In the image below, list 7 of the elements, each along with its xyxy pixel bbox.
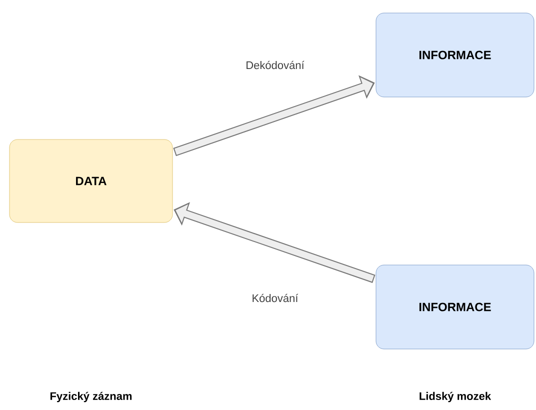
process-box: INFORMACE: [376, 264, 534, 350]
edge-label: Kódování: [250, 292, 300, 304]
caption-label: Fyzický záznam: [50, 392, 132, 402]
caption-label: Lidský mozek: [420, 392, 492, 402]
process-box: INFORMACE: [376, 12, 534, 98]
process-box: DATA: [9, 139, 173, 223]
edge-label: Dekódování: [244, 60, 306, 70]
